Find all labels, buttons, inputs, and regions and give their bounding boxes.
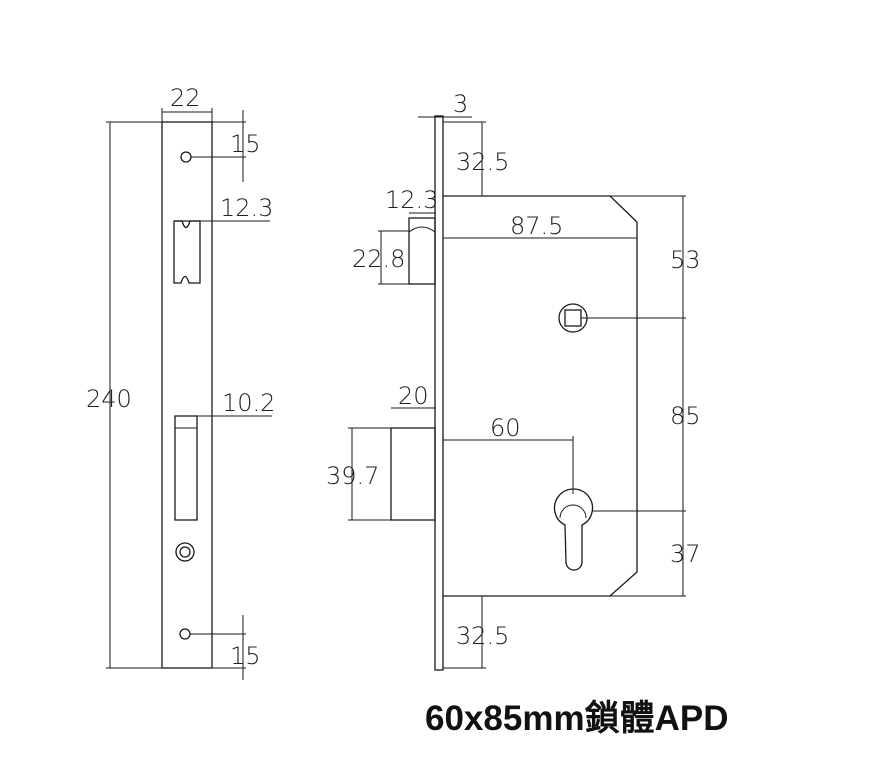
- lock-case-outline: [443, 195, 638, 597]
- bolt-projection-label: 20: [398, 382, 429, 410]
- total-length-label: 240: [86, 385, 132, 413]
- latch-projection-label: 12.3: [385, 186, 438, 214]
- product-caption: 60x85mm鎖體APD: [425, 699, 729, 738]
- latch-height-label: 22.8: [352, 245, 405, 273]
- side-faceplate: [434, 115, 444, 671]
- side-view: 3 32.5 12.3 87.5 22.8 53 85 37: [326, 90, 701, 671]
- center-distance-label: 85: [670, 402, 701, 430]
- faceplate-outline: [161, 121, 213, 669]
- dead-bolt: [390, 427, 436, 521]
- top-screw-hole: [180, 151, 192, 163]
- latch-bolt: [408, 217, 436, 285]
- bottom-hole-offset-label: 15: [230, 642, 261, 670]
- deadbolt-opening: [174, 415, 198, 521]
- cylinder-profile: [553, 488, 594, 571]
- cylinder-screw-outer: [175, 542, 195, 562]
- plate-thickness-label: 3: [453, 90, 468, 118]
- spindle-square-hole: [564, 309, 582, 327]
- faceplate-width-label: 22: [170, 84, 201, 112]
- top-offset-label: 32.5: [456, 148, 509, 176]
- bottom-offset-label: 32.5: [456, 622, 509, 650]
- backset-label: 60: [490, 414, 521, 442]
- bottom-screw-hole: [179, 628, 191, 640]
- latch-opening: [173, 220, 201, 284]
- faceplate-view: 22 15 12.3 240 10.2 15: [86, 84, 275, 680]
- cylinder-screw-inner: [179, 546, 191, 558]
- deadbolt-width-label: 10.2: [222, 389, 275, 417]
- latch-width-label: 12.3: [220, 194, 273, 222]
- cylinder-to-bottom-label: 37: [670, 540, 701, 568]
- bolt-height-label: 39.7: [326, 462, 379, 490]
- spindle-from-top-label: 53: [670, 246, 701, 274]
- top-hole-offset-label: 15: [230, 130, 261, 158]
- case-depth-label: 87.5: [510, 212, 563, 240]
